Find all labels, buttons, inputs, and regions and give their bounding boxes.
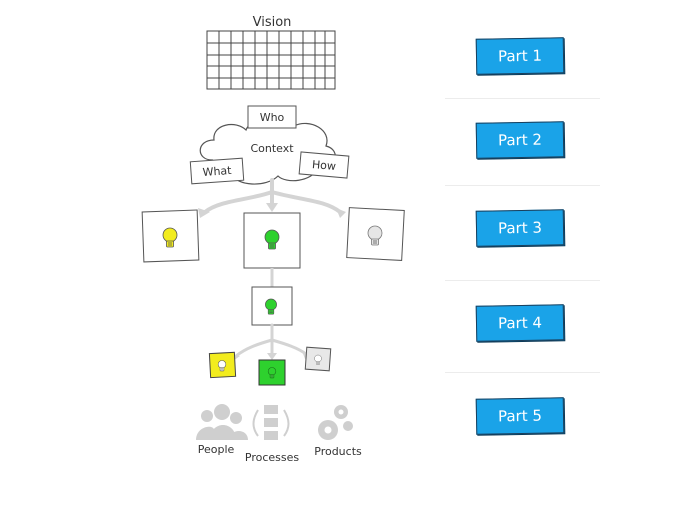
products-label: Products: [314, 445, 362, 458]
part-4-button[interactable]: Part 4: [475, 304, 565, 342]
option-arrows: [234, 323, 308, 358]
what-label: What: [202, 164, 232, 179]
arrowheads-top: [198, 203, 346, 218]
option-green: [258, 359, 286, 386]
who-label: Who: [260, 111, 285, 124]
processes-label: Processes: [245, 451, 299, 464]
what-box: [189, 157, 245, 185]
option-yellow: [208, 351, 237, 379]
idea-card-left: [141, 209, 200, 263]
idea-card-center: [243, 212, 301, 269]
processes-icon: [252, 405, 290, 440]
part-5-button[interactable]: Part 5: [475, 397, 565, 435]
vision-grid: [206, 30, 336, 90]
context-arrows: [203, 178, 342, 214]
divider: [445, 280, 600, 281]
divider: [445, 185, 600, 186]
context-label: Context: [250, 142, 294, 155]
who-box: [247, 105, 297, 129]
part-3-button[interactable]: Part 3: [475, 209, 565, 247]
divider: [445, 372, 600, 373]
vision-title: Vision: [253, 15, 292, 30]
how-box: [298, 151, 350, 179]
people-label: People: [198, 443, 235, 456]
people-icon: [196, 404, 248, 440]
idea-card-right: [346, 207, 405, 261]
divider: [445, 98, 600, 99]
part-1-button[interactable]: Part 1: [475, 37, 565, 75]
option-grey: [304, 346, 332, 372]
how-label: How: [311, 158, 336, 173]
part-2-button[interactable]: Part 2: [475, 121, 565, 159]
gears-icon: [318, 405, 353, 440]
idea-card-selected: [251, 286, 293, 326]
